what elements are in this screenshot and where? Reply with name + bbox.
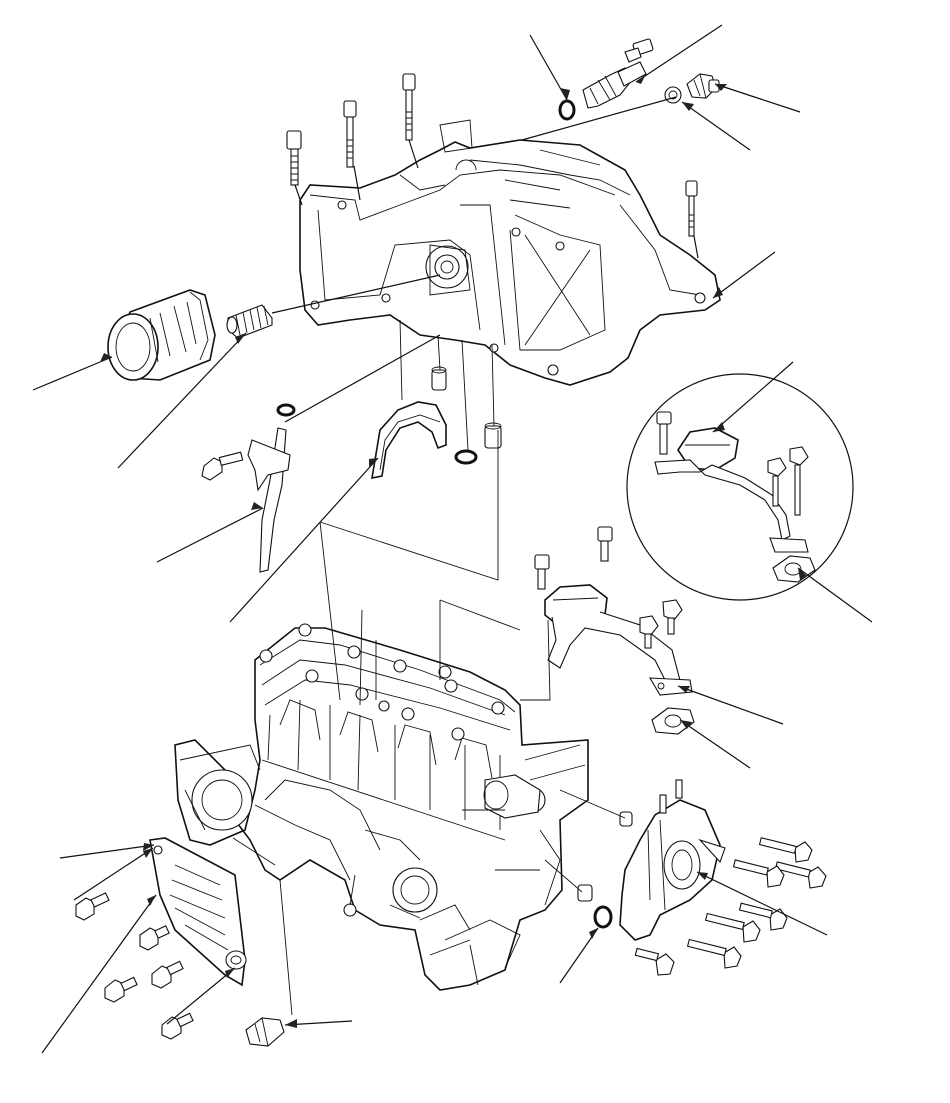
oil-pump — [619, 779, 726, 941]
leader-cover-bolt — [73, 847, 154, 901]
strainer-nut-1 — [639, 615, 659, 649]
oil-filter — [107, 289, 216, 381]
oil-pan — [299, 119, 721, 386]
o-ring-2 — [593, 905, 613, 929]
knock-sensor — [245, 1017, 285, 1047]
pump-bolt-6 — [686, 938, 742, 969]
leader-lines — [32, 24, 873, 1054]
leader-strainer-gasket — [679, 719, 751, 769]
sensor-bolt — [624, 38, 654, 63]
pump-bolt-5 — [704, 912, 761, 943]
pump-bolt-1 — [758, 837, 813, 863]
pump-bolt-7 — [634, 947, 675, 976]
cover-bolt-2 — [139, 925, 170, 951]
oil-sensor-switch — [582, 61, 647, 109]
sensor-o-ring — [558, 99, 576, 121]
o-ring-1 — [454, 449, 478, 465]
cover-bolt-3 — [104, 976, 138, 1003]
drain-plug-washer — [664, 86, 682, 104]
leader-strainer — [677, 685, 784, 725]
oil-pan-bolt-3 — [402, 73, 416, 141]
leader-cover-seal — [59, 844, 155, 859]
leader-detail-strainer — [712, 361, 794, 433]
leader-oil-pump — [696, 871, 828, 936]
leader-sensor — [635, 24, 723, 83]
oil-pan-bolt-4 — [685, 180, 698, 237]
rear-seal-cover — [149, 837, 247, 987]
dipstick-tube — [247, 403, 296, 573]
arrowheads — [100, 74, 807, 1028]
strainer-nut-2 — [662, 599, 683, 635]
strainer-gasket — [651, 707, 695, 735]
oil-strainer — [544, 584, 693, 696]
oil-pan-bolt-1 — [286, 130, 302, 186]
cover-bolt-1 — [75, 892, 110, 921]
leader-cover — [41, 894, 157, 1054]
dowel-pin-3 — [619, 811, 633, 827]
leader-bearing-cap — [229, 457, 379, 623]
strainer-bolt-2 — [597, 526, 613, 562]
dowel-pin-1 — [431, 366, 447, 391]
drain-plug — [686, 73, 720, 99]
dowel-pin-2 — [484, 422, 502, 449]
dipstick-bolt — [201, 451, 244, 481]
leader-oil-filter — [32, 356, 113, 391]
leader-washer-2 — [521, 96, 677, 141]
cover-bolt-4 — [151, 960, 184, 989]
leader-joint-to-pan — [271, 274, 441, 314]
pump-bolt-2 — [774, 861, 827, 889]
oil-filter-joint — [226, 304, 273, 339]
leader-tube-o-ring — [284, 334, 441, 423]
leader-washer — [681, 101, 751, 151]
deck-bolts — [259, 623, 505, 741]
leader-drain-plug — [714, 83, 801, 113]
leader-dipstick-tube — [156, 507, 264, 563]
pump-bolt-4 — [738, 902, 788, 931]
pump-bolt-3 — [732, 859, 785, 888]
bearing-cap-half — [371, 401, 447, 480]
leader-cover-bolt-5 — [166, 967, 236, 1025]
oil-pan-bolt-2 — [343, 100, 357, 168]
strainer-bolt-1 — [534, 554, 550, 590]
assembly-guide-lines — [232, 319, 626, 1016]
cover-bolt-5 — [161, 1012, 194, 1040]
dowel-pin-4 — [577, 884, 593, 902]
leader-detail-gasket — [797, 567, 873, 623]
engine-block — [174, 623, 589, 991]
leader-filter-joint — [117, 332, 247, 469]
leader-oil-pan — [712, 251, 776, 299]
